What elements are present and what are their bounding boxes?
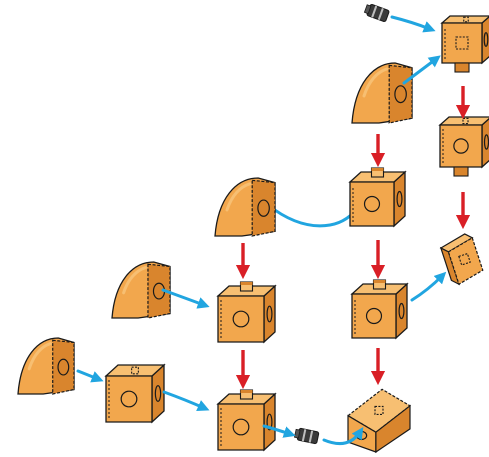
cube-block-left-bottom (216, 389, 277, 452)
cube-block-right-middle (438, 116, 489, 177)
blue-curve-connector-to-ramp (322, 427, 364, 446)
cube-block-middle-top (348, 167, 407, 228)
blue-arrow-wedge2 (161, 288, 210, 309)
blue-arrow-left-cube-to-connector (262, 424, 296, 438)
blue-arrow-bottom-wedge (76, 369, 104, 383)
cube-block-right-tilted (439, 233, 484, 286)
wedge-block-bottom-left (17, 337, 75, 395)
cube-block-left-middle (216, 281, 277, 344)
blue-arrow-top-wedge (402, 55, 441, 85)
wedge-block-top (351, 62, 413, 124)
cube-block-middle-center (350, 279, 409, 340)
cube-block-bottom-row (104, 363, 166, 424)
blue-arrow-middle-to-tilted (410, 271, 447, 302)
arrow-layer-front (76, 15, 471, 446)
arrow-layer-back (266, 200, 364, 228)
connector-peg-bottom (293, 427, 320, 445)
wedge-block-left-top (214, 177, 276, 237)
blue-arrow-bottom-cube (162, 390, 210, 412)
blue-curve-wedge-to-cube (266, 200, 364, 228)
ramp-block-bottom (346, 388, 412, 454)
block-layer (17, 4, 489, 454)
cube-block-top-right (440, 15, 489, 73)
connector-peg-top (363, 4, 390, 22)
wedge-block-left-2 (111, 261, 171, 319)
blue-arrow-top-connector (390, 15, 436, 33)
